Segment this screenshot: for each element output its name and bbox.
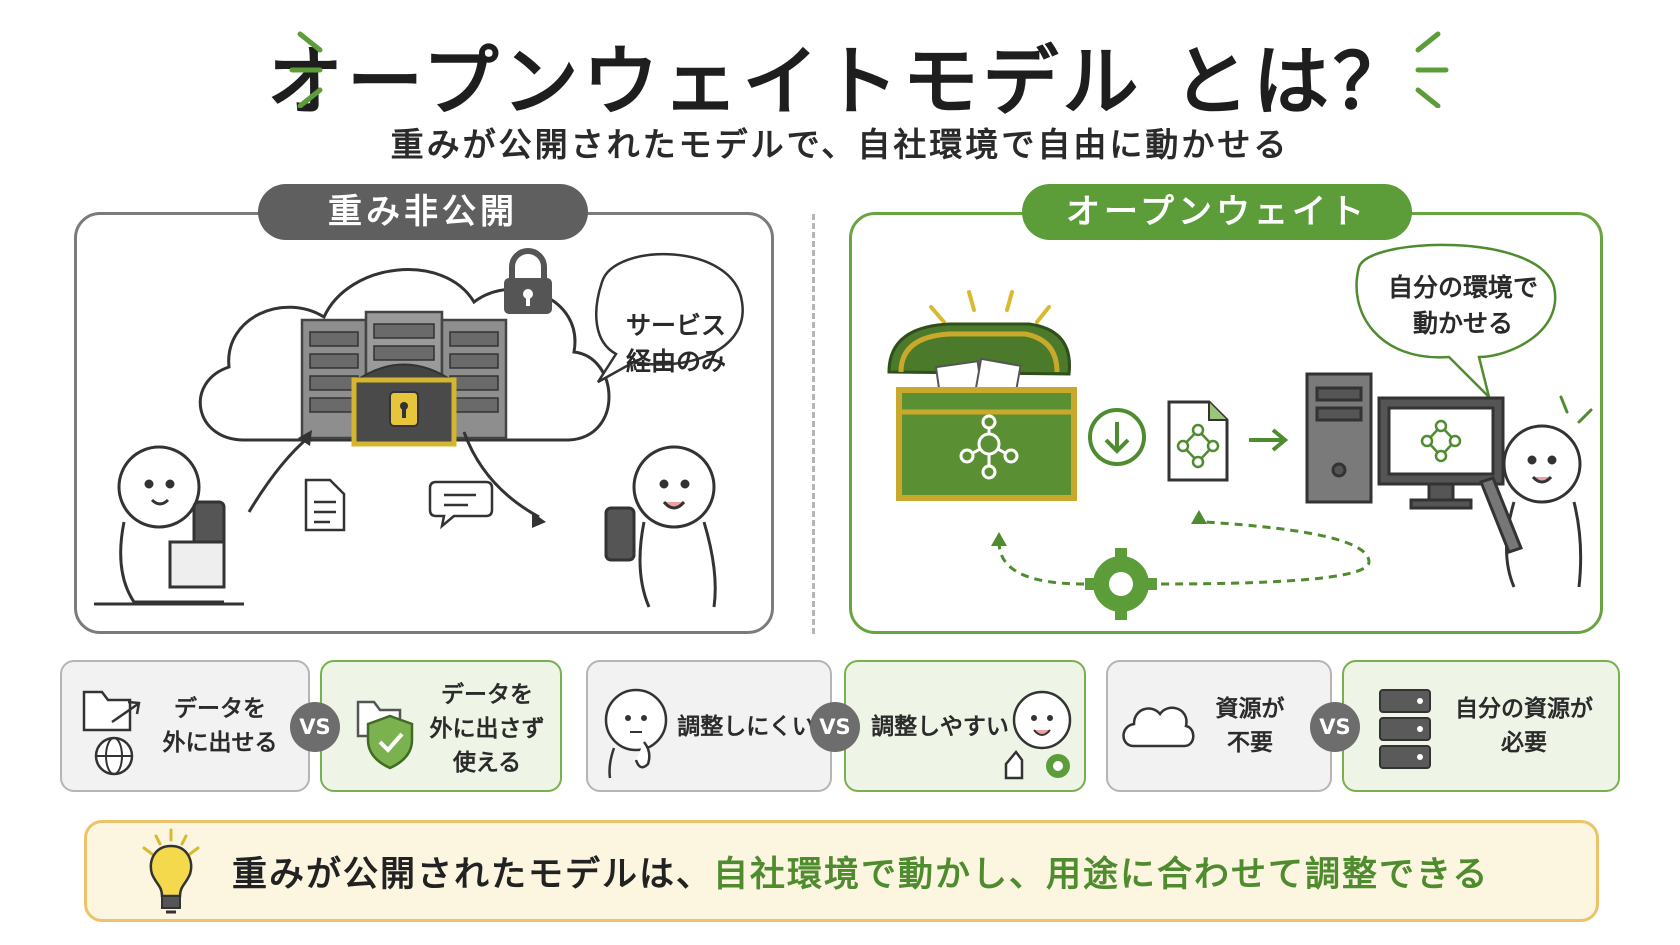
card1-right-line3: 使える	[452, 750, 522, 776]
card2-right-text: 調整しやすい	[871, 714, 1009, 740]
lightbulb-icon	[142, 828, 200, 914]
vs-badge-3: VS	[1310, 702, 1360, 752]
chat-icon	[428, 480, 494, 530]
cloud-icon	[1122, 706, 1195, 748]
person-with-wrench-icon	[1479, 424, 1583, 588]
card3-right-line1: 自分の資源が	[1455, 696, 1593, 722]
service-bubble-line2: 経由のみ	[625, 347, 726, 376]
conclusion-text: 重みが公開されたモデルは、自社環境で動かし、用途に合わせて調整できる	[232, 846, 1489, 897]
own-env-bubble-line1: 自分の環境で	[1387, 273, 1538, 302]
page-title: オープンウェイトモデル とは？	[267, 37, 1413, 126]
model-file-icon	[1167, 400, 1229, 482]
card2-left-text: 調整しにくい	[677, 714, 815, 740]
conclusion-part2: 自社環境で動かし、用途に合わせて調整できる	[713, 855, 1490, 895]
padlock-icon	[504, 248, 552, 314]
feedback-loop-left	[997, 541, 1085, 586]
person-with-phone-icon	[604, 445, 717, 608]
shield-check-icon	[356, 700, 414, 770]
upload-arrow	[247, 435, 310, 513]
closed-weights-label: 重み非公開	[258, 184, 588, 240]
card1-right-line2: 外に出さず	[429, 716, 545, 742]
server-stack-icon	[1379, 689, 1431, 769]
open-weights-illustration	[887, 243, 1593, 620]
service-bubble-line1: サービス	[625, 311, 726, 340]
page-subtitle: 重みが公開されたモデルで、自社環境で自由に動かせる	[390, 125, 1290, 164]
card1-left-line2: 外に出せる	[162, 730, 278, 756]
card1-right-line1: データを	[441, 682, 533, 708]
open-chest-icon	[887, 322, 1077, 501]
card1-left-line1: データを	[174, 696, 266, 722]
monitor-icon	[1377, 396, 1505, 510]
own-environment-bubble	[1355, 243, 1557, 402]
service-only-bubble	[595, 252, 744, 384]
vs-badge-1: VS	[290, 702, 340, 752]
card3-left-line1: 資源が	[1215, 696, 1285, 722]
gear-icon	[1085, 548, 1157, 620]
locked-chest-icon	[350, 363, 458, 447]
card3-left-line2: 不要	[1227, 730, 1273, 756]
person-with-laptop-icon	[94, 445, 244, 606]
folder-globe-icon	[82, 690, 141, 776]
thinking-person-icon	[604, 688, 668, 779]
conclusion-part1: 重みが公開されたモデルは、	[232, 855, 714, 895]
feedback-loop-right	[1160, 518, 1371, 586]
response-arrow	[462, 431, 540, 519]
right-arrow-icon	[1249, 428, 1289, 452]
right-sparkle-icon	[1415, 31, 1449, 108]
card3-right-line2: 必要	[1501, 730, 1547, 756]
model-network-icon	[959, 414, 1019, 480]
panel-divider	[812, 214, 815, 634]
closed-weights-illustration	[94, 248, 744, 608]
thumbs-up-person-icon	[1004, 690, 1072, 780]
conclusion-banner	[84, 820, 1599, 922]
own-env-bubble-line2: 動かせる	[1412, 309, 1513, 338]
computer-tower-icon	[1305, 372, 1373, 504]
open-weights-label: オープンウェイト	[1022, 184, 1412, 240]
chest-sparkle-icon	[929, 290, 1051, 324]
left-sparkle-icon	[289, 31, 323, 108]
vs-badge-2: VS	[810, 702, 860, 752]
document-icon	[304, 478, 346, 532]
download-icon	[1088, 408, 1146, 466]
